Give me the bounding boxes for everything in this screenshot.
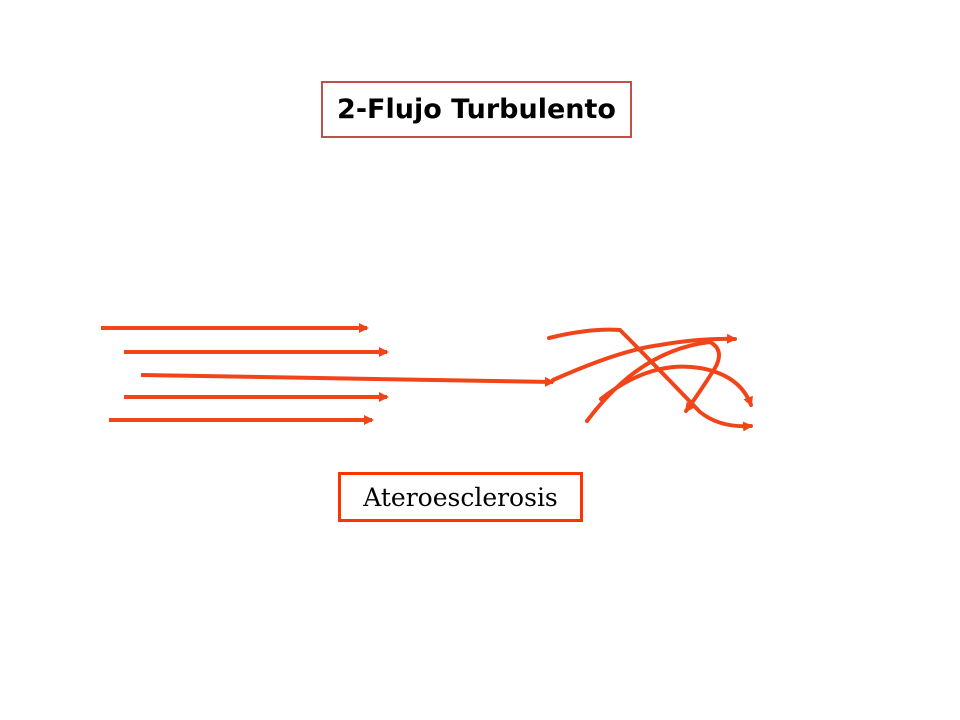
turbulent-arrow-4: [599, 364, 753, 407]
laminar-arrows: [101, 323, 555, 425]
turbulent-arrows: [547, 327, 753, 432]
turbulent-arrow-1: [547, 327, 753, 432]
slide-title-text: 2-Flujo Turbulento: [337, 94, 616, 125]
turbulent-arrow-2: [551, 333, 737, 382]
slide-title: 2-Flujo Turbulento: [321, 81, 632, 138]
atherosclerosis-label: Ateroesclerosis: [338, 472, 583, 522]
laminar-arrow-3: [140, 373, 555, 387]
atherosclerosis-label-text: Ateroesclerosis: [363, 482, 558, 512]
turbulent-arrow-3: [585, 339, 721, 423]
